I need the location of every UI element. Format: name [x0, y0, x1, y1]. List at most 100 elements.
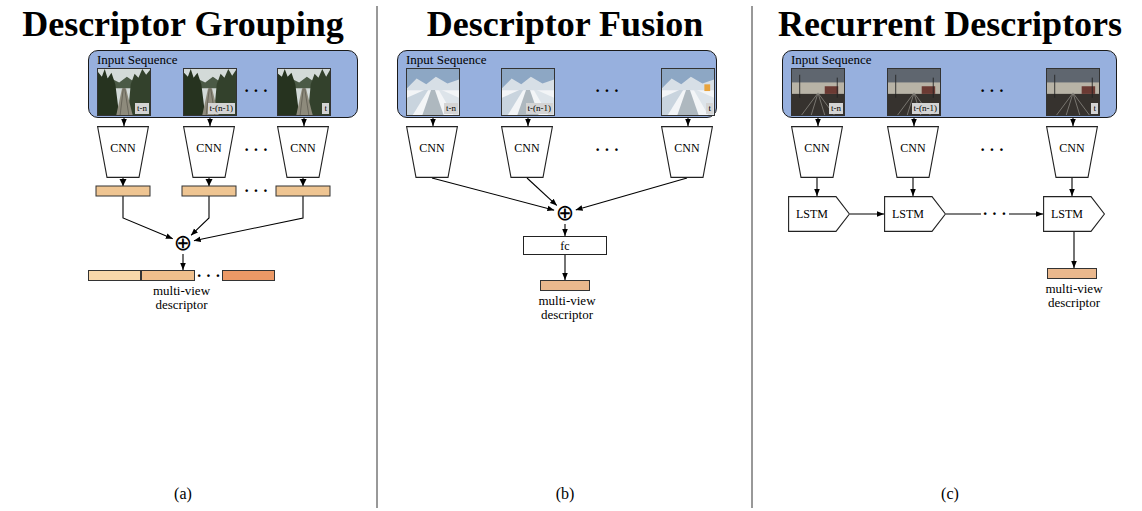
scene-part: [1057, 93, 1073, 115]
cnn-block: CNN: [1046, 126, 1098, 178]
lstm-cell: LSTM: [1043, 196, 1105, 232]
scene-part: [1082, 86, 1095, 94]
pentagon: [1044, 197, 1105, 232]
scene-part: [502, 77, 554, 90]
ellipsis: · · ·: [980, 82, 1004, 100]
panel-letter: (b): [556, 485, 575, 503]
lstm-cell: LSTM: [884, 196, 946, 232]
panel-divider: [752, 6, 753, 508]
descriptor-bar: [96, 186, 150, 196]
input-frame: t-n: [406, 68, 460, 116]
trapezoid: [888, 127, 939, 178]
scene-part: [1092, 78, 1093, 98]
trapezoid: [98, 127, 149, 178]
descriptor-bar: [1047, 268, 1097, 279]
input-frame: t-(n-1): [183, 68, 237, 116]
scene-part: [933, 78, 934, 98]
trapezoid: [792, 127, 843, 178]
descriptor-bar: multi-view descriptor: [525, 280, 605, 322]
node-label: CNN: [900, 141, 925, 155]
connector-arrow: [564, 224, 565, 236]
node-label: t-n: [444, 103, 458, 114]
node-label: t-(n-1): [912, 103, 940, 114]
scene-part: [802, 93, 818, 115]
scene-part: [120, 88, 123, 115]
fc-layer: fc: [523, 236, 607, 255]
node-label: Input Sequence: [398, 51, 716, 67]
connector-arrow: [576, 178, 687, 210]
scene-part: [1073, 93, 1080, 115]
node-label: multi-view descriptor: [140, 284, 224, 312]
node-label: fc: [560, 239, 569, 253]
scene-part: [305, 88, 309, 115]
cnn-block: CNN: [97, 126, 149, 178]
node-label: multi-view descriptor: [525, 294, 609, 322]
arrow-head: [300, 179, 307, 186]
input-sequence-band: Input Sequence t-n t-(n-1) t: [397, 50, 717, 118]
connector-arrow: [850, 213, 884, 214]
scene-part: [422, 90, 443, 115]
node-label: t: [1091, 103, 1098, 114]
cnn-block: CNN: [406, 126, 458, 178]
descriptor-bar: [88, 270, 275, 281]
panel-divider: [377, 6, 378, 508]
scene-part: [677, 90, 698, 115]
node-label: CNN: [196, 141, 221, 155]
scene-part: [1066, 93, 1073, 115]
node-label: CNN: [1059, 141, 1084, 155]
scene-part: [1073, 93, 1089, 115]
input-frame: t-(n-1): [887, 68, 941, 116]
arrow-head: [120, 179, 127, 186]
scene-part: [837, 78, 838, 98]
node-label: t-(n-1): [526, 103, 554, 114]
trapezoid: [278, 127, 329, 178]
node-label: multi-view descriptor: [1032, 282, 1116, 310]
scene-part: [407, 69, 459, 115]
scene-part: [407, 90, 459, 115]
input-sequence-band: Input Sequencet-nt-(n-1)t: [88, 50, 358, 118]
cnn-block: CNN: [661, 126, 713, 178]
node-label: t: [706, 103, 713, 114]
input-frame: t-(n-1): [501, 68, 555, 116]
scene-part: [895, 75, 896, 98]
cnn-block: CNN: [791, 126, 843, 178]
ellipsis: · · ·: [980, 141, 1004, 159]
descriptor-segment: [222, 270, 275, 281]
node-label: Input Sequence: [783, 51, 1116, 67]
cnn-block: CNN: [277, 126, 329, 178]
edge-label: · · ·: [980, 205, 1008, 223]
descriptor-bar: multi-view descriptor: [88, 270, 275, 312]
input-frame: t: [1046, 68, 1100, 116]
node-label: CNN: [110, 141, 135, 155]
node-label: CNN: [419, 141, 444, 155]
pentagon: [789, 197, 850, 232]
ellipsis: · · ·: [595, 141, 619, 159]
cnn-block: CNN: [183, 126, 235, 178]
scene-part: [98, 69, 119, 115]
cnn-block: CNN: [501, 126, 553, 178]
panel-title: Descriptor Grouping: [22, 4, 344, 44]
ellipsis: · · ·: [244, 141, 268, 159]
node-label: CNN: [290, 141, 315, 155]
panel-letter: (a): [174, 485, 192, 503]
node-label: CNN: [674, 141, 699, 155]
input-frame: t: [277, 68, 331, 116]
scene-part: [502, 69, 554, 115]
trapezoid: [407, 127, 458, 178]
input-frame: t: [661, 68, 715, 116]
ellipsis: · · ·: [244, 82, 268, 100]
scene-part: [300, 88, 303, 115]
scene-part: [184, 69, 236, 115]
scene-part: [308, 69, 330, 115]
descriptor-segment: [141, 270, 195, 281]
trapezoid: [184, 127, 235, 178]
scene-part: [662, 77, 714, 90]
ellipsis: · · ·: [244, 182, 268, 200]
trapezoid: [662, 127, 713, 178]
scene-part: [662, 69, 714, 115]
node-label: ⊕: [174, 232, 192, 254]
trapezoid: [1047, 127, 1098, 178]
cnn-block: CNN: [887, 126, 939, 178]
node-label: LSTM: [1051, 207, 1083, 221]
node-label: CNN: [514, 141, 539, 155]
